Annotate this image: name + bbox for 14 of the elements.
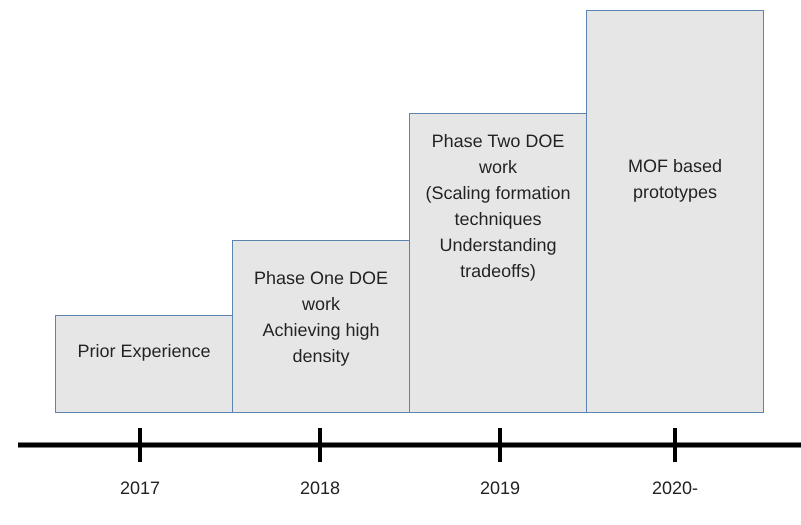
year-label: 2020-	[650, 478, 700, 499]
phase-title: Phase Two DOE work	[430, 130, 566, 179]
phase-title: MOF based prototypes	[626, 155, 724, 204]
phase-description: Achieving high density	[261, 319, 381, 368]
year-label: 2018	[298, 478, 342, 499]
phase-description: (Scaling formation techniques Understanding tradeoffs)	[424, 182, 572, 283]
phase-box	[586, 10, 764, 413]
phase-title: Prior Experience	[76, 340, 212, 363]
phase-title: Phase One DOE work	[252, 267, 390, 316]
year-label: 2017	[118, 478, 162, 499]
phase-box	[55, 315, 233, 413]
phase-box	[232, 240, 410, 413]
phase-box	[409, 113, 587, 413]
year-label: 2019	[478, 478, 522, 499]
